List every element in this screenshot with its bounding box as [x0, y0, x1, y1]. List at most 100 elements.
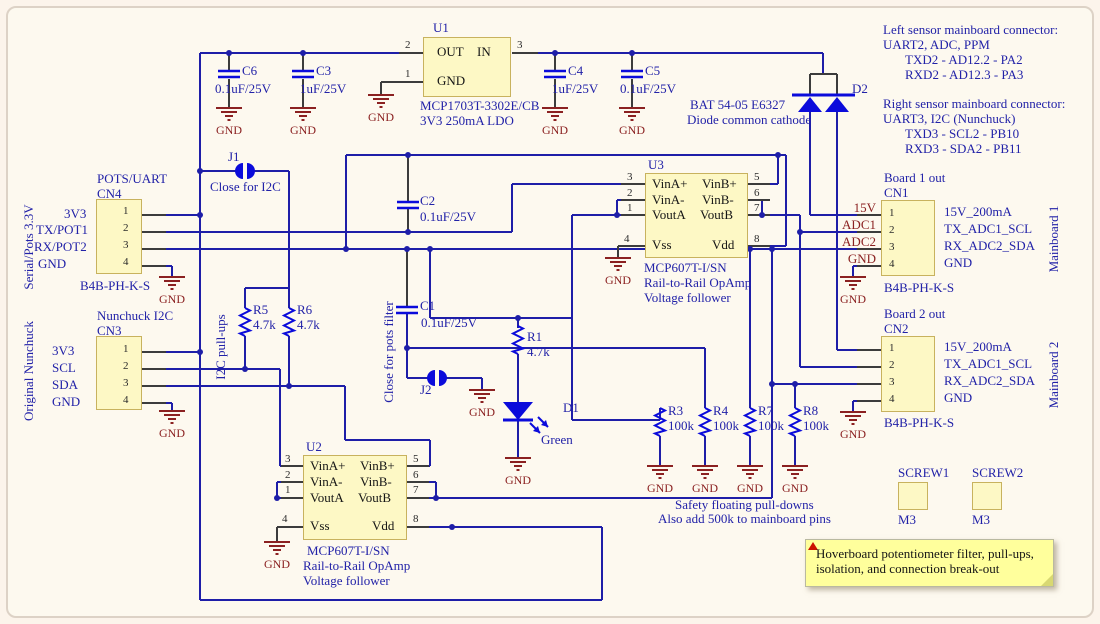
- screw2-size: M3: [972, 512, 991, 527]
- c2-value: 0.1uF/25V: [420, 209, 476, 224]
- u2-pin-number-8: 8: [413, 513, 419, 525]
- u3-pin-number-6: 6: [754, 187, 760, 199]
- c5-ref: C5: [645, 63, 661, 78]
- u3-pin-voutb: VoutB: [700, 207, 733, 222]
- u1-body[interactable]: [423, 37, 511, 97]
- cn3-pin-2: 2: [123, 360, 129, 372]
- u3-pin-vouta: VoutA: [652, 207, 686, 222]
- u2-pin-number-7: 7: [413, 484, 419, 496]
- r6-value: 4.7k: [297, 317, 320, 332]
- info-line-5: Right sensor mainboard connector:: [883, 96, 1066, 111]
- cn1-body[interactable]: [881, 200, 935, 276]
- cn3-net-sda: SDA: [52, 377, 79, 392]
- gnd-label: GND: [692, 481, 718, 495]
- pulldown-note-2: Also add 500k to mainboard pins: [658, 511, 831, 526]
- info-line-4: RXD2 - AD12.3 - PA3: [905, 67, 1024, 82]
- screw2-body[interactable]: [972, 482, 1002, 510]
- cn4-footprint: B4B-PH-K-S: [80, 278, 151, 293]
- cn4-pin-3: 3: [123, 239, 129, 251]
- cn1-signal-3: RX_ADC2_SDA: [944, 238, 1036, 253]
- u2-pin-number-3: 3: [285, 453, 291, 465]
- c3-value: 1uF/25V: [300, 81, 347, 96]
- u3-pin-number-2: 2: [627, 187, 633, 199]
- u1-pin-number-1: 1: [405, 68, 411, 80]
- cn3-title: Nunchuck I2C: [97, 308, 174, 323]
- gnd-label: GND: [264, 557, 290, 571]
- cn2-body[interactable]: [881, 336, 935, 412]
- gnd-label: GND: [216, 123, 242, 137]
- u3-part: MCP607T-I/SN: [644, 260, 727, 275]
- info-line-3: TXD2 - AD12.2 - PA2: [905, 52, 1023, 67]
- sticky-note[interactable]: Hoverboard potentiometer filter, pull-up…: [805, 539, 1054, 587]
- cn2-side-note: Mainboard 2: [1046, 341, 1061, 409]
- gnd-label: GND: [290, 123, 316, 137]
- cn3-side-note: Original Nunchuck: [21, 320, 36, 422]
- c6-ref: C6: [242, 63, 258, 78]
- cn3-net-3v3: 3V3: [52, 343, 75, 358]
- screw1-body[interactable]: [898, 482, 928, 510]
- u3-pin-vdd: Vdd: [712, 237, 735, 252]
- u1-pin-gnd: GND: [437, 73, 466, 88]
- u2-pin-vouta: VoutA: [310, 490, 344, 505]
- d1-color-label: Green: [541, 432, 573, 447]
- u2-desc-1: Rail-to-Rail OpAmp: [303, 558, 411, 573]
- info-line-8: RXD3 - SDA2 - PB11: [905, 141, 1022, 156]
- u2-pin-vss: Vss: [310, 518, 330, 533]
- cn2-pin-2: 2: [889, 359, 895, 371]
- cn4-ref: CN4: [97, 186, 122, 201]
- r1-value: 4.7k: [527, 344, 550, 359]
- info-line-7: TXD3 - SCL2 - PB10: [905, 126, 1020, 141]
- u2-pin-vdd: Vdd: [372, 518, 395, 533]
- cn1-side-note: Mainboard 1: [1046, 205, 1061, 273]
- screw1-size: M3: [898, 512, 917, 527]
- c6-value: 0.1uF/25V: [215, 81, 271, 96]
- gnd-label: GND: [619, 123, 645, 137]
- info-line-2: UART2, ADC, PPM: [883, 37, 990, 52]
- u3-pin-number-8: 8: [754, 233, 760, 245]
- j2-ref: J2: [420, 382, 432, 397]
- gnd-label: GND: [782, 481, 808, 495]
- u3-pin-number-3: 3: [627, 171, 633, 183]
- u1-ref: U1: [433, 20, 449, 35]
- u3-pin-number-5: 5: [754, 171, 760, 183]
- gnd-label: GND: [159, 292, 185, 306]
- cn4-net-gnd: GND: [38, 256, 67, 271]
- cn4-net-rxpot2: RX/POT2: [34, 239, 87, 254]
- cn4-body[interactable]: [96, 199, 142, 274]
- cn4-title: POTS/UART: [97, 171, 168, 186]
- gnd-label: GND: [605, 273, 631, 287]
- gnd-label: GND: [840, 427, 866, 441]
- cn1-netlabel-adc1: ADC1: [842, 217, 876, 232]
- gnd-label: GND: [840, 292, 866, 306]
- u2-pin-vina+: VinA+: [310, 458, 346, 473]
- c4-value: 1uF/25V: [552, 81, 599, 96]
- cn1-signal-1: 15V_200mA: [944, 204, 1012, 219]
- cn1-signal-2: TX_ADC1_SCL: [944, 221, 1033, 236]
- r5-value: 4.7k: [253, 317, 276, 332]
- u2-body[interactable]: [303, 455, 407, 540]
- cn2-ref: CN2: [884, 321, 909, 336]
- u3-pin-number-4: 4: [624, 233, 630, 245]
- u3-desc-2: Voltage follower: [644, 290, 731, 305]
- cn2-footprint: B4B-PH-K-S: [884, 415, 955, 430]
- u1-pin-out: OUT: [437, 44, 464, 59]
- cn1-pin-2: 2: [889, 224, 895, 236]
- u3-pin-vina+: VinA+: [652, 176, 688, 191]
- gnd-label: GND: [469, 405, 495, 419]
- cn3-pin-1: 1: [123, 343, 129, 355]
- screw2-ref: SCREW2: [972, 465, 1024, 480]
- screw1-ref: SCREW1: [898, 465, 950, 480]
- r6-ref: R6: [297, 302, 313, 317]
- u3-pin-vinb+: VinB+: [702, 176, 737, 191]
- note-marker-icon: [808, 542, 818, 550]
- note-fold-corner: [1041, 574, 1053, 586]
- r1-ref: R1: [527, 329, 543, 344]
- cn3-body[interactable]: [96, 336, 142, 410]
- j1-ref: J1: [228, 149, 240, 164]
- u3-body[interactable]: [645, 173, 748, 258]
- d2-ref: D2: [852, 81, 868, 96]
- cn4-net-3v3: 3V3: [64, 206, 87, 221]
- r5-ref: R5: [253, 302, 269, 317]
- u3-pin-number-7: 7: [754, 202, 760, 214]
- cn1-pin-1: 1: [889, 207, 895, 219]
